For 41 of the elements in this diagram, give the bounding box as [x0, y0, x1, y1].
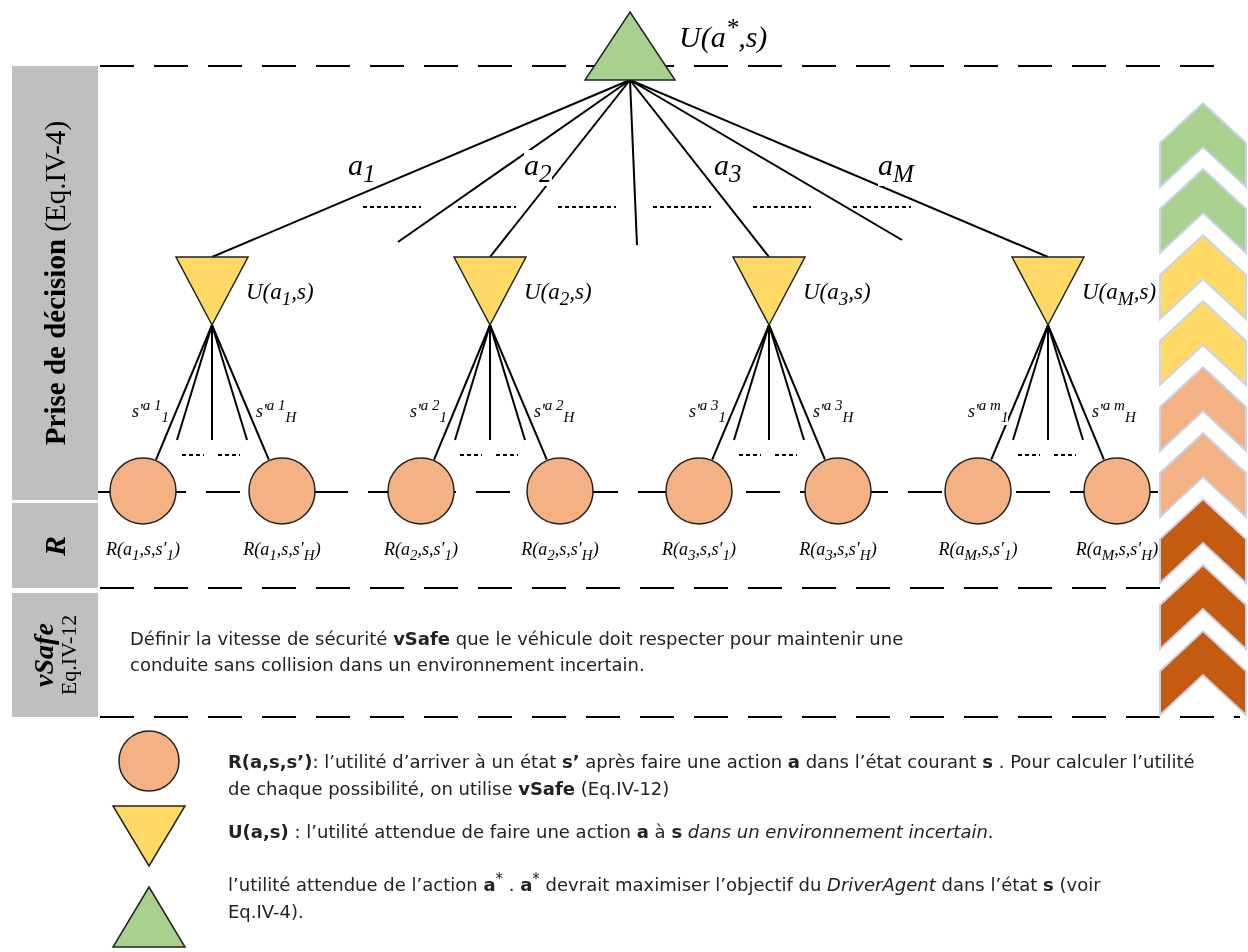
- utility-label: U(a$_{3}$,s): [803, 279, 871, 310]
- section-title: vSafe: [30, 622, 58, 689]
- tree-branch-line: [211, 324, 270, 461]
- legend-text: R(a,s,s’): l’utilité d’arriver à un état s’ après faire une action a dans l’état courant s . Pour calculer l’utilité de chaque possibilité, on utilise vSafe (Eq.IV-12): [228, 750, 1196, 801]
- reward-label: R(a$_{M}$,s,s′$_{H}$): [1074, 539, 1160, 564]
- tree-branch-line: [1047, 324, 1084, 441]
- tree-branch-line: [1047, 324, 1105, 461]
- utility-label: U(a$_{M}$,s): [1082, 279, 1157, 310]
- tree-branch-line: [629, 79, 770, 258]
- tree-branch-line: [489, 324, 548, 461]
- description-text: Définir la vitesse de sécurité vSafe que le véhicule doit respecter pour maintenir une conduite sans collision dans un environnement incertain.: [130, 627, 905, 678]
- action-label: a$_{2}$: [524, 150, 552, 186]
- utility-label: U(a$^{*}$,s): [679, 14, 768, 54]
- reward-label: R(a$_{3}$,s,s′$_{1}$): [661, 539, 737, 564]
- legend-text: l’utilité attendue de l’action a$^{*}$ . a$^{*}$ devrait maximiser l’objectif du DriverAgent dans l’état s (voir Eq.IV-4).: [228, 869, 1102, 924]
- section-title: R: [38, 534, 72, 558]
- reward-label: R(a$_{2}$,s,s′$_{1}$): [383, 539, 459, 564]
- tree-branch-line: [489, 79, 631, 258]
- tree-branch-line: [176, 324, 213, 441]
- tree-branch-line: [489, 324, 526, 441]
- tree-branch-line: [629, 79, 638, 246]
- tree-branch-line: [454, 324, 491, 441]
- reward-label: R(a$_{1}$,s,s′$_{1}$): [105, 539, 181, 564]
- equation-reference: Eq.IV-12: [58, 613, 80, 698]
- tree-branch-line: [1012, 324, 1049, 441]
- tree-branch-line: [768, 324, 805, 441]
- section-band: [12, 593, 98, 717]
- utility-label: U(a$_{1}$,s): [246, 279, 314, 310]
- tree-branch-line: [733, 324, 770, 441]
- section-band: [12, 503, 98, 588]
- reward-label: R(a$_{1}$,s,s′$_{H}$): [242, 539, 322, 564]
- reward-label: R(a$_{M}$,s,s′$_{1}$): [937, 539, 1019, 564]
- section-title: Prise de décision (Eq.IV-4): [38, 119, 72, 448]
- section-band: [12, 66, 98, 500]
- tree-branch-line: [397, 79, 631, 243]
- tree-branch-line: [768, 324, 826, 461]
- legend-text: U(a,s) : l’utilité attendue de faire une action a à s dans un environnement incertain.: [228, 820, 995, 844]
- reward-label: R(a$_{2}$,s,s′$_{H}$): [520, 539, 600, 564]
- tree-branch-line: [211, 324, 248, 441]
- reward-label: R(a$_{3}$,s,s′$_{H}$): [798, 539, 878, 564]
- utility-label: U(a$_{2}$,s): [524, 279, 592, 310]
